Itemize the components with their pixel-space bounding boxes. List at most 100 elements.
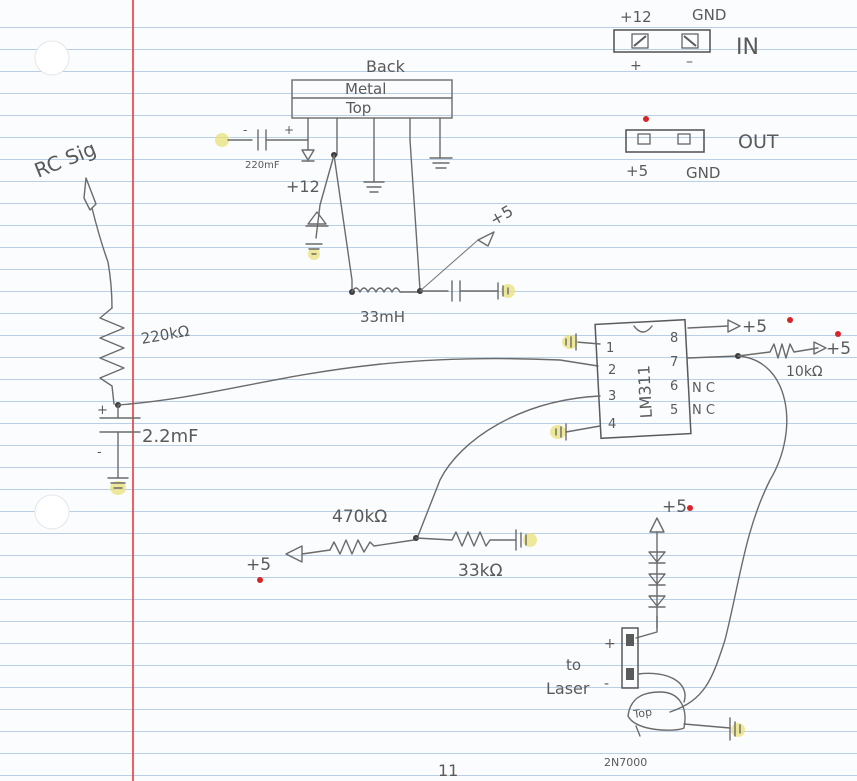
wire-to-plus5 xyxy=(419,239,479,292)
laser-to-label: to xyxy=(566,656,581,674)
pin4-label: 4 xyxy=(608,417,616,432)
resistor-220k-label: 220kΩ xyxy=(140,322,191,348)
leg2-to-inductor xyxy=(333,154,353,293)
divider-plus5-label: +5 xyxy=(246,555,271,575)
pin2-label: 2 xyxy=(608,363,616,378)
mosfet-body xyxy=(627,691,686,731)
in-label: IN xyxy=(736,35,759,60)
in-terminal-gnd xyxy=(681,33,699,49)
leg2-wire xyxy=(315,154,335,239)
pin3-label: 3 xyxy=(608,389,616,404)
reg-top-label: Top xyxy=(345,99,371,117)
out-label: OUT xyxy=(738,131,779,153)
inductor-33mh-label: 33mH xyxy=(360,308,405,326)
in-terminal-gnd-screw xyxy=(683,35,697,47)
in-plus-sign: + xyxy=(630,58,642,74)
ground-icon xyxy=(305,243,323,260)
res-470k-label: 470kΩ xyxy=(332,507,387,527)
cap-220-minus: - xyxy=(243,123,247,137)
red-dot-icon xyxy=(643,116,649,122)
hole-punch-icon xyxy=(34,494,70,530)
pin5-label: 5 xyxy=(670,403,678,418)
signal-wire-to-pin2 xyxy=(117,357,599,406)
cap-220-plus: + xyxy=(284,123,294,137)
triangle-plus5-icon xyxy=(477,231,495,247)
rc-sig-wire xyxy=(91,207,113,309)
red-dot-icon xyxy=(835,331,841,337)
pin8-plus5-label: +5 xyxy=(742,317,767,337)
diode-icon xyxy=(648,573,666,586)
in-gnd-label: GND xyxy=(692,6,726,24)
in-minus-sign: – xyxy=(686,54,693,70)
nc-pin5: N C xyxy=(692,403,715,418)
pin8-label: 8 xyxy=(670,331,678,346)
out-plus5-label: +5 xyxy=(626,162,648,180)
ground-icon xyxy=(429,157,453,169)
cap-plus-sign: + xyxy=(97,403,108,418)
lm311-body xyxy=(594,318,692,440)
pin7-wire xyxy=(687,355,739,359)
pin1-label: 1 xyxy=(606,341,614,356)
led-to-laser-wire xyxy=(635,615,658,639)
pin6-label: 6 xyxy=(670,379,678,394)
page-number: 11 xyxy=(438,761,458,780)
in-terminal-plus xyxy=(631,33,649,49)
in-connector xyxy=(613,29,711,53)
regulator-body xyxy=(291,79,453,119)
res-10k-plus5-label: +5 xyxy=(826,339,851,359)
diode-icon xyxy=(648,595,666,608)
ground-icon xyxy=(562,333,578,351)
triangle-plus5-icon xyxy=(649,517,665,533)
highlight-marker xyxy=(215,133,229,147)
pin4-wire xyxy=(565,425,601,433)
mosfet-label: 2N7000 xyxy=(604,756,647,769)
cap-minus-sign: - xyxy=(97,445,102,460)
triangle-plus5-icon xyxy=(727,319,741,333)
out-terminal-plus xyxy=(637,133,651,145)
divider-wire-left xyxy=(301,549,331,555)
inductor-33mh-symbol xyxy=(351,287,421,293)
ground-icon xyxy=(363,181,385,193)
laser-plus-sign: + xyxy=(604,636,616,652)
ground-icon xyxy=(107,477,129,495)
out-gnd-label: GND xyxy=(686,164,720,182)
ground-icon xyxy=(550,423,567,441)
ground-icon xyxy=(729,717,745,741)
rc-sig-label: RC Sig xyxy=(31,136,99,182)
cap-220-label: 220mF xyxy=(245,160,280,171)
mosfet-top-label: Top xyxy=(632,706,653,722)
reg-back-label: Back xyxy=(366,57,406,76)
laser-minus-sign: - xyxy=(604,676,609,692)
resistor-220k-symbol xyxy=(99,307,125,405)
ground-icon xyxy=(497,282,515,300)
red-dot-icon xyxy=(787,317,793,323)
reg-metal-label: Metal xyxy=(345,80,386,98)
resistor-33k-symbol xyxy=(415,531,517,547)
mosfet-lead-gnd xyxy=(683,723,731,729)
out-terminal-gnd xyxy=(677,133,691,145)
resistor-10k-symbol xyxy=(737,343,819,359)
in-plus12-label: +12 xyxy=(620,8,652,26)
laser-label: Laser xyxy=(546,679,590,698)
leg4-wire xyxy=(409,139,421,291)
lm311-name: LM311 xyxy=(634,365,656,419)
resistor-470k-symbol xyxy=(329,539,415,555)
res-10k-label: 10kΩ xyxy=(786,364,823,380)
hole-punch-icon xyxy=(34,40,70,76)
led-plus5-label: +5 xyxy=(662,497,687,517)
red-dot-icon xyxy=(257,577,263,583)
diode-icon xyxy=(307,211,327,225)
cap-2-2-label: 2.2mF xyxy=(142,426,199,447)
nc-pin6: N C xyxy=(692,381,715,396)
out-connector xyxy=(625,129,705,153)
triangle-plus5-icon xyxy=(813,341,827,355)
pin7-label: 7 xyxy=(670,355,678,370)
lm311-notch xyxy=(633,325,653,333)
diode-icon xyxy=(648,551,666,564)
reg-plus12-label: +12 xyxy=(286,177,320,196)
res-33k-label: 33kΩ xyxy=(458,561,502,581)
triangle-plus5-icon xyxy=(285,545,303,563)
mosfet-lead-left xyxy=(635,725,641,737)
